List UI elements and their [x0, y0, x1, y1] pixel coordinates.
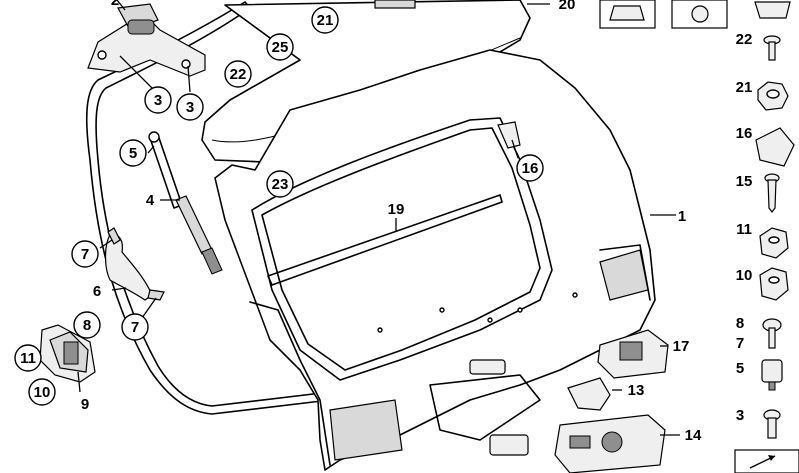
lock-14 [489, 414, 666, 473]
fastener-10-icon [759, 267, 789, 301]
svg-text:22: 22 [230, 66, 247, 83]
fastener-11-icon [759, 227, 789, 259]
sidebar-label-5: 5 [736, 360, 744, 377]
fastener-5-icon [761, 359, 783, 391]
callout-3a: 3 [144, 86, 172, 114]
svg-text:5: 5 [129, 145, 137, 162]
sidebar-label-21: 21 [736, 79, 753, 96]
svg-text:2: 2 [111, 0, 119, 9]
svg-text:1: 1 [678, 208, 686, 225]
callout-16: 16 [516, 154, 544, 182]
callout-7b: 7 [121, 313, 149, 341]
svg-text:13: 13 [628, 382, 645, 399]
callout-5: 5 [119, 139, 147, 167]
sidebar-label-11: 11 [736, 221, 752, 238]
bracket-6 [104, 227, 165, 301]
svg-text:8: 8 [83, 317, 91, 334]
callout-19: 19 [388, 201, 405, 218]
sidebar-label-16: 16 [736, 125, 753, 142]
svg-text:21: 21 [317, 12, 334, 29]
latch-assembly [39, 324, 96, 393]
callout-20: 20 [559, 0, 576, 13]
tailgate-frame [214, 49, 656, 471]
callout-25: 25 [266, 33, 294, 61]
part-13 [567, 377, 611, 411]
svg-text:3: 3 [154, 92, 162, 109]
callout-14: 14 [685, 427, 702, 444]
hinge [87, 0, 206, 77]
svg-text:19: 19 [388, 201, 405, 218]
fastener-21-icon [757, 81, 789, 111]
fastener-15-icon [764, 173, 780, 213]
svg-text:20: 20 [559, 0, 576, 13]
sidebar-label-22: 22 [736, 31, 753, 48]
callout-3b: 3 [176, 93, 204, 121]
callout-6: 6 [93, 283, 101, 300]
sidebar-label-10: 10 [736, 267, 753, 284]
sidebar-label-8: 8 [736, 315, 744, 332]
callout-17: 17 [673, 338, 690, 355]
inner-trim-19 [267, 194, 503, 286]
callout-11: 11 [14, 344, 42, 372]
clip-16 [497, 121, 521, 159]
svg-text:11: 11 [20, 350, 36, 367]
leader-lines [99, 3, 680, 436]
callout-21: 21 [311, 6, 339, 34]
small-parts-row [599, 0, 791, 29]
svg-text:9: 9 [81, 396, 89, 413]
callout-4: 4 [146, 192, 155, 209]
fastener-22-icon [763, 35, 781, 61]
fastener-16-icon [755, 127, 795, 167]
callout-1: 1 [678, 208, 686, 225]
callout-2: 2 [111, 0, 119, 9]
callout-10: 10 [28, 378, 56, 406]
svg-text:25: 25 [272, 39, 289, 56]
svg-text:16: 16 [522, 160, 539, 177]
sidebar-label-7: 7 [736, 335, 744, 352]
svg-text:6: 6 [93, 283, 101, 300]
callout-22: 22 [224, 60, 252, 88]
svg-text:4: 4 [146, 192, 155, 209]
callout-7a: 7 [71, 240, 99, 268]
callout-23: 23 [266, 170, 294, 198]
gas-strut [148, 131, 223, 275]
sidebar-label-3: 3 [736, 407, 744, 424]
svg-text:10: 10 [34, 384, 51, 401]
fastener-3-icon [763, 409, 781, 439]
callout-13: 13 [628, 382, 645, 399]
svg-text:23: 23 [272, 176, 289, 193]
fastener-8-7-icon [762, 318, 782, 349]
svg-text:7: 7 [81, 246, 89, 263]
sidebar-labels: 22 21 16 15 11 10 8 7 5 3 [736, 31, 753, 424]
svg-text:14: 14 [685, 427, 702, 444]
handle-17 [597, 329, 669, 379]
sidebar-label-15: 15 [736, 173, 753, 190]
svg-text:7: 7 [131, 319, 139, 336]
svg-text:17: 17 [673, 338, 690, 355]
callout-9: 9 [81, 396, 89, 413]
svg-text:3: 3 [186, 99, 194, 116]
arrow-box-icon [734, 449, 799, 473]
callout-8: 8 [73, 311, 101, 339]
